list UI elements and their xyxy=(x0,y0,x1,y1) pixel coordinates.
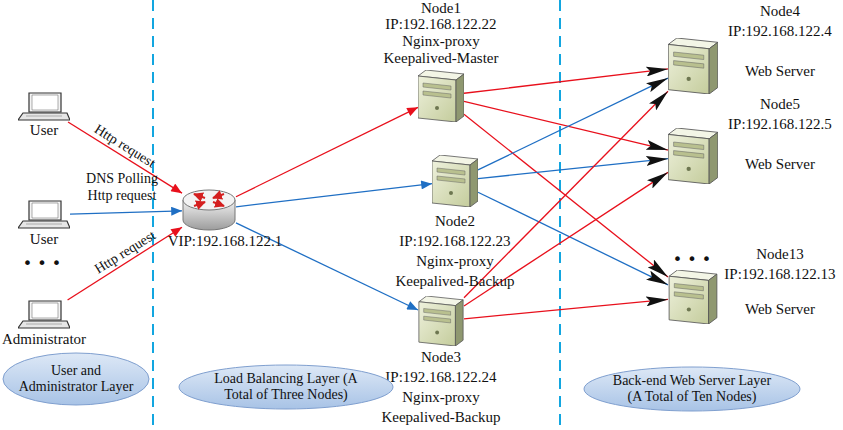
server-icon xyxy=(418,296,464,346)
connector-arrow xyxy=(236,107,418,196)
node-text: Node13 xyxy=(756,246,804,263)
connector-arrow xyxy=(464,114,668,277)
layer-ellipse: Back-end Web Server Layer (A Total of Te… xyxy=(583,366,801,412)
connector-arrow xyxy=(464,101,668,150)
connector-arrow xyxy=(478,78,668,170)
node-text: IP:192.168.122.5 xyxy=(728,116,832,133)
web-icon xyxy=(668,128,718,184)
router-icon xyxy=(182,188,236,232)
node-text: Nginx-proxy xyxy=(402,33,480,50)
laptop-icon xyxy=(18,92,70,122)
node-text: Load Balancing Layer (A Total of Three N… xyxy=(193,371,379,403)
server-icon xyxy=(418,70,464,122)
node-text: Web Server xyxy=(745,63,815,80)
connector-arrow xyxy=(236,184,432,207)
node-text: User and Administrator Layer xyxy=(14,363,138,395)
node-text: Web Server xyxy=(745,301,815,318)
web-server-node: Node5IP:192.168.122.5Web Server xyxy=(668,128,718,184)
node-text: Keepalived-Master xyxy=(384,50,499,67)
web-icon xyxy=(668,270,718,324)
node-text: Node5 xyxy=(760,96,800,113)
edge-label: Http request xyxy=(91,227,158,278)
layer-divider xyxy=(559,0,561,430)
laptop-icon xyxy=(18,300,70,330)
laptop-node: User xyxy=(18,92,70,122)
laptop-symbol xyxy=(18,93,70,120)
ellipse-outline xyxy=(179,365,393,409)
ellipse-outline xyxy=(584,367,800,411)
laptop-symbol xyxy=(18,201,70,228)
server-node: Node3IP:192.168.122.24Nginx-proxyKeepali… xyxy=(418,296,464,346)
node-text: Web Server xyxy=(745,156,815,173)
ellipse-outline xyxy=(3,353,149,405)
web-icon xyxy=(668,38,718,94)
ellipsis-mark: • • • xyxy=(23,255,61,272)
router-symbol xyxy=(183,190,235,230)
node-text: Keepalived-Backup xyxy=(381,409,500,426)
server-node: Node1IP:192.168.122.22Nginx-proxyKeepali… xyxy=(418,70,464,122)
connector-arrow xyxy=(464,69,668,93)
web-symbol xyxy=(668,38,718,94)
node-text: User xyxy=(30,231,58,248)
node-text: Keepalived-Backup xyxy=(395,273,514,290)
web-symbol xyxy=(668,128,718,184)
node-text: Nginx-proxy xyxy=(402,389,480,406)
node-text: Node1 xyxy=(421,0,461,17)
layer-divider xyxy=(152,0,154,430)
node-text: Back-end Web Server Layer (A Total of Te… xyxy=(594,373,790,405)
server-symbol xyxy=(419,296,463,346)
connector-arrow xyxy=(68,227,182,300)
node-text: IP:192.168.122.23 xyxy=(399,233,510,250)
node-text: IP:192.168.122.4 xyxy=(728,23,832,40)
connector-arrow xyxy=(478,159,668,179)
edge-label: Http request xyxy=(91,121,158,172)
node-text: Node3 xyxy=(421,349,461,366)
node-text: Node2 xyxy=(435,213,475,230)
node-text: IP:192.168.122.24 xyxy=(385,369,496,386)
node-text: Node4 xyxy=(760,3,800,20)
connector-arrow xyxy=(464,91,668,297)
layer-ellipse: Load Balancing Layer (A Total of Three N… xyxy=(178,364,394,410)
web-symbol xyxy=(669,270,717,324)
connector-arrow xyxy=(70,211,182,214)
node-text: Nginx-proxy xyxy=(416,253,494,270)
web-server-node: Node4IP:192.168.122.4Web Server xyxy=(668,38,718,94)
server-node: Node2IP:192.168.122.23Nginx-proxyKeepali… xyxy=(432,155,478,207)
laptop-node: User xyxy=(18,200,70,230)
node-text: IP:192.168.122.13 xyxy=(724,266,835,283)
laptop-icon xyxy=(18,200,70,230)
server-icon xyxy=(432,155,478,207)
server-symbol xyxy=(418,70,464,122)
node-text: VIP:192.168.122.1 xyxy=(168,233,283,250)
laptop-node: Administrator xyxy=(18,300,70,330)
edge-label: DNS Polling Http request xyxy=(76,170,168,204)
web-server-node: Node13IP:192.168.122.13Web Server xyxy=(668,270,718,324)
router-node: VIP:192.168.122.1 xyxy=(182,188,236,232)
ellipsis-mark: • • • xyxy=(673,251,711,268)
connector-arrow xyxy=(464,299,668,318)
server-symbol xyxy=(432,155,478,207)
laptop-symbol xyxy=(18,301,70,328)
node-text: IP:192.168.122.22 xyxy=(385,16,496,33)
node-text: Administrator xyxy=(2,331,86,348)
layer-ellipse: User and Administrator Layer xyxy=(2,352,150,406)
node-text: User xyxy=(30,122,58,139)
